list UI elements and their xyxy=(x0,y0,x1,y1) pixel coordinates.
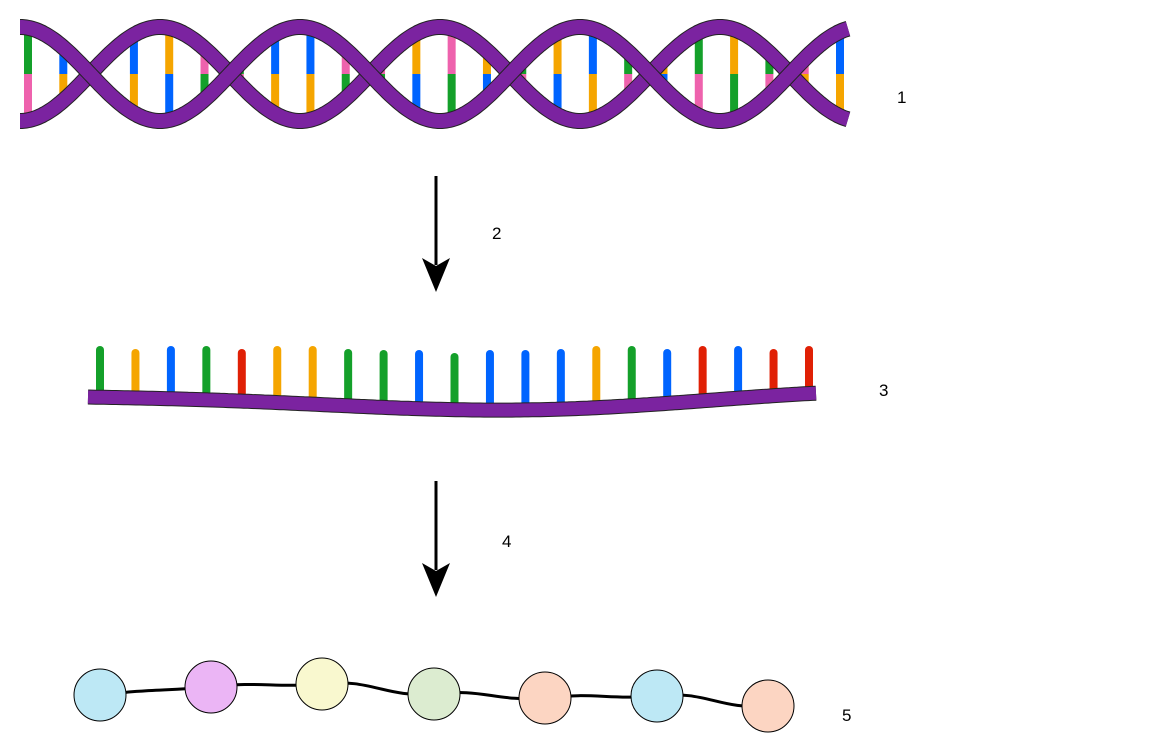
amino-acid xyxy=(184,660,238,714)
amino-acid xyxy=(630,669,684,723)
amino-acid xyxy=(295,657,349,711)
dna-base-bottom xyxy=(482,74,491,92)
label-dna: 1 xyxy=(897,88,907,107)
dna-strand-outline xyxy=(20,19,851,129)
dna-base-top xyxy=(306,34,315,74)
dna-strand-b xyxy=(20,20,851,128)
transcription-arrow xyxy=(422,176,450,292)
dna-base-bottom xyxy=(271,74,280,108)
dna-base-top xyxy=(412,39,421,74)
dna-base-top xyxy=(836,37,844,74)
dna-strand-a xyxy=(20,20,851,128)
dna-base-top xyxy=(24,33,32,74)
amino-acid xyxy=(741,679,795,733)
dna-base-bottom xyxy=(24,74,32,115)
dna-base-bottom xyxy=(447,74,456,114)
dna-base-top xyxy=(341,55,350,74)
amino-acid xyxy=(518,671,572,725)
dna-base-top xyxy=(765,59,774,74)
dna-base-top xyxy=(588,34,597,74)
label-rna: 3 xyxy=(879,381,889,400)
dna-base-bottom xyxy=(129,74,138,108)
dna-base-top xyxy=(730,35,739,74)
dna-base-bottom xyxy=(165,74,174,114)
dna-base-bottom xyxy=(306,74,315,114)
dna-base-bottom xyxy=(624,74,633,91)
dna-base-bottom xyxy=(200,74,209,94)
mrna-strand xyxy=(87,346,817,418)
dna-base-bottom xyxy=(730,74,739,113)
dna-base-bottom xyxy=(341,74,350,93)
dna-base-top xyxy=(271,40,280,74)
dna-base-top xyxy=(624,57,633,74)
amino-acid xyxy=(407,667,461,721)
dna-base-bottom xyxy=(59,74,68,95)
dna-base-bottom xyxy=(412,74,421,109)
dna-base-top xyxy=(553,38,562,74)
dna-base-bottom xyxy=(694,74,703,110)
dna-base-bottom xyxy=(588,74,597,114)
amino-acid xyxy=(73,668,127,722)
dna-base-top xyxy=(482,56,491,74)
dna-base-top xyxy=(129,40,138,74)
dna-base-top xyxy=(200,54,209,74)
label-translation: 4 xyxy=(502,532,512,551)
label-transcription: 2 xyxy=(492,224,502,243)
dna-base-top xyxy=(165,34,174,74)
dna-base-top xyxy=(59,53,68,74)
translation-arrow xyxy=(422,481,450,597)
dna-strand-outline xyxy=(20,19,851,129)
label-protein: 5 xyxy=(842,706,852,725)
dna-base-top xyxy=(447,34,456,74)
rna-backbone xyxy=(87,386,817,417)
dna-base-bottom xyxy=(765,74,774,89)
protein-chain xyxy=(73,657,795,733)
dna-double-helix xyxy=(20,19,851,129)
dna-base-top xyxy=(694,38,703,74)
dna-base-bottom xyxy=(836,74,844,111)
dna-base-bottom xyxy=(553,74,562,110)
